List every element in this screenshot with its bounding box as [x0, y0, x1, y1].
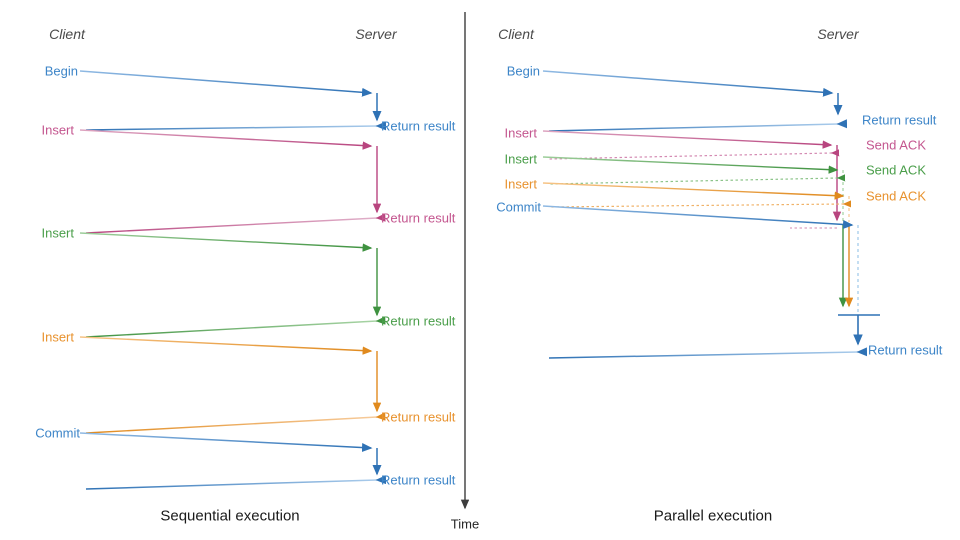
- flow-insert1-magenta: [79, 129, 386, 234]
- parallel-server-header: Server: [817, 26, 859, 42]
- sequential-server-msg-return-1: Return result: [381, 118, 456, 134]
- parallel-client-msg-insert-3: Insert: [504, 176, 537, 192]
- parallel-client-header: Client: [498, 26, 534, 42]
- sequential-server-header: Server: [355, 26, 397, 42]
- flow-commit-blue: [79, 432, 387, 490]
- sequential-client-header: Client: [49, 26, 85, 42]
- sequential-client-msg-insert-2: Insert: [41, 225, 74, 241]
- parallel-client-msg-commit: Commit: [496, 199, 541, 215]
- sequential-server-msg-return-4: Return result: [381, 409, 456, 425]
- parallel-server-msg-ack-1: Send ACK: [866, 137, 926, 153]
- parallel-client-msg-insert-1: Insert: [504, 125, 537, 141]
- parallel-panel-caption: Parallel execution: [653, 507, 773, 525]
- sequential-client-msg-insert-3: Insert: [41, 329, 74, 345]
- flow-insert1-magenta-parallel: [542, 130, 842, 229]
- parallel-server-msg-return-2: Return result: [868, 342, 943, 358]
- parallel-server-msg-ack-2: Send ACK: [866, 162, 926, 178]
- time-axis-label: Time: [450, 516, 480, 532]
- flow-insert3-orange-parallel: [542, 182, 854, 308]
- sequential-server-msg-return-5: Return result: [381, 472, 456, 488]
- sequential-client-msg-begin: Begin: [44, 63, 78, 79]
- panel-sequential: [79, 70, 387, 490]
- flow-commit-blue-parallel: [542, 205, 880, 359]
- sequential-client-msg-insert-1: Insert: [41, 122, 74, 138]
- parallel-client-msg-insert-2: Insert: [504, 151, 537, 167]
- sequential-client-msg-commit: Commit: [35, 425, 80, 441]
- parallel-client-msg-begin: Begin: [506, 63, 540, 79]
- sequential-server-msg-return-3: Return result: [381, 313, 456, 329]
- parallel-server-msg-ack-3: Send ACK: [866, 188, 926, 204]
- flow-begin-blue-parallel: [542, 70, 848, 132]
- flow-insert3-orange: [79, 336, 386, 434]
- flow-begin-blue: [79, 70, 387, 131]
- flow-insert2-green: [79, 232, 386, 338]
- flow-insert2-green-parallel: [542, 156, 848, 308]
- sequential-server-msg-return-2: Return result: [381, 210, 456, 226]
- sequential-panel-caption: Sequential execution: [160, 507, 300, 525]
- parallel-server-msg-return-1: Return result: [862, 112, 937, 128]
- panel-parallel: [542, 70, 880, 359]
